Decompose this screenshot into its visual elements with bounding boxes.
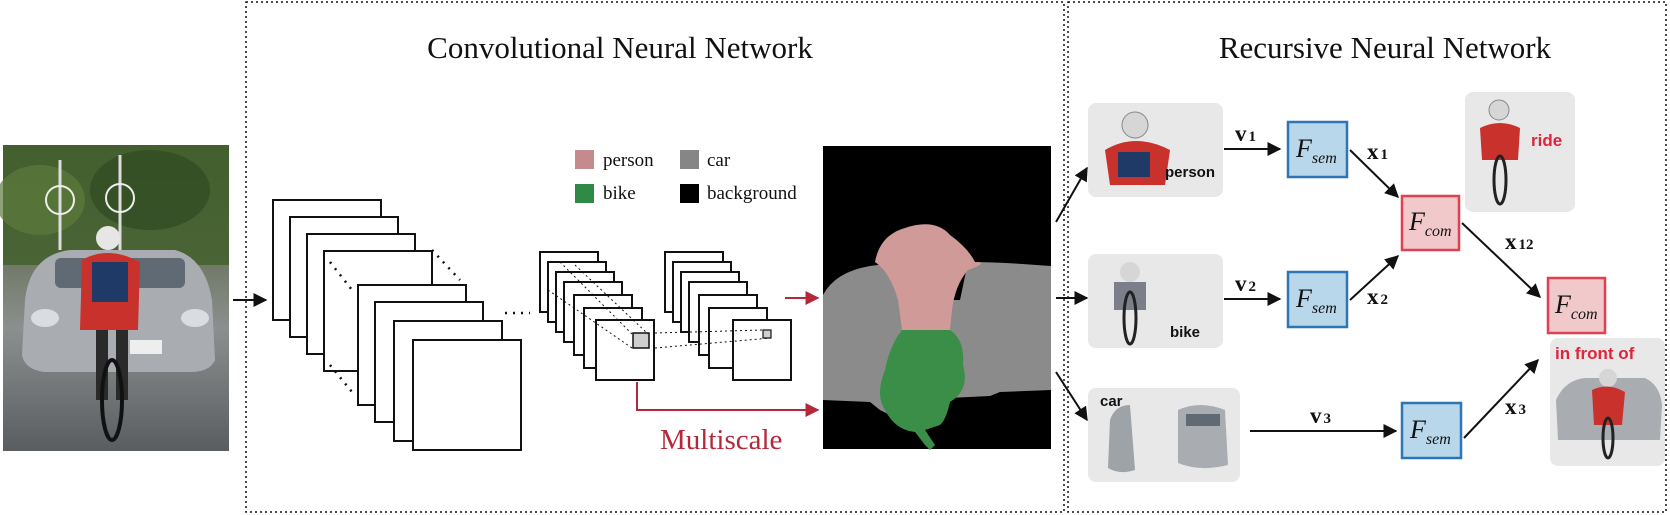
rnn-section-box — [1067, 1, 1667, 513]
fsem-3-text: Fsem — [1409, 415, 1451, 448]
fsem-2-text: Fsem — [1295, 284, 1337, 317]
fsem-3-base: F — [1409, 415, 1427, 444]
fsem-1-base: F — [1295, 134, 1313, 163]
x12-base: x — [1505, 229, 1517, 254]
legend-label-car: car — [707, 150, 731, 171]
small-feature-stack-1 — [539, 251, 655, 381]
feature-map-stack — [272, 199, 530, 451]
fsem-1-sub: sem — [1312, 150, 1337, 167]
thumb-ride: ride — [1465, 92, 1575, 212]
legend-label-bike: bike — [603, 183, 636, 204]
v2-base: v — [1235, 271, 1247, 296]
thumb-in-front-of: in front of — [1550, 338, 1665, 466]
arrow-x12 — [1461, 222, 1542, 298]
multiscale-arrow — [636, 382, 820, 417]
relation-ride: ride — [1531, 131, 1562, 150]
fcom-1-base: F — [1408, 207, 1426, 236]
fsem-2-base: F — [1295, 284, 1313, 313]
legend: person car bike background — [575, 150, 797, 204]
x1-sub: 1 — [1381, 147, 1389, 163]
arrow-to-person — [1055, 166, 1088, 223]
segmentation-map — [823, 146, 1051, 450]
v1-base: v — [1235, 121, 1247, 146]
v1-sub: 1 — [1249, 129, 1257, 145]
label-person: person — [1165, 164, 1215, 181]
x2-sub: 2 — [1381, 292, 1389, 308]
x3-base: x — [1505, 394, 1517, 419]
label-bike: bike — [1170, 324, 1200, 341]
small-feature-stack-2 — [654, 251, 792, 381]
fsem-box-2: Fsem — [1286, 270, 1349, 329]
fcom-1-text: Fcom — [1408, 207, 1452, 240]
cnn-section-box — [245, 1, 1065, 513]
seg-person — [875, 224, 982, 330]
legend-label-person: person — [603, 150, 654, 171]
legend-swatch-person — [575, 150, 594, 169]
fsem-2-sub: sem — [1312, 300, 1337, 317]
legend-label-background: background — [707, 183, 797, 204]
legend-swatch-car — [680, 150, 699, 169]
multiscale-label: Multiscale — [660, 424, 782, 456]
thumb-car: car — [1088, 388, 1240, 482]
arrow-x2 — [1349, 255, 1400, 301]
arrow-to-car — [1055, 371, 1088, 422]
x12-sub: 12 — [1519, 237, 1534, 253]
v3-base: v — [1310, 403, 1322, 428]
seg-bike — [880, 330, 965, 450]
fcom-1-sub: com — [1425, 223, 1452, 240]
arrow-x1 — [1349, 149, 1400, 198]
legend-swatch-bike — [575, 184, 594, 203]
fcom-box-2: Fcom — [1546, 276, 1607, 335]
fcom-2-base: F — [1554, 290, 1572, 319]
fsem-1-text: Fsem — [1295, 134, 1337, 167]
rnn-title: Recursive Neural Network — [1219, 30, 1552, 65]
fsem-3-sub: sem — [1426, 431, 1451, 448]
x3-sub: 3 — [1519, 402, 1527, 418]
input-photo — [0, 145, 229, 451]
thumb-person: person — [1088, 103, 1223, 197]
arrow-x3 — [1463, 358, 1539, 439]
fsem-box-1: Fsem — [1286, 120, 1349, 179]
label-car: car — [1100, 393, 1123, 410]
fcom-2-text: Fcom — [1554, 290, 1598, 323]
fcom-box-1: Fcom — [1400, 194, 1461, 252]
fsem-box-3: Fsem — [1400, 401, 1463, 460]
cnn-title: Convolutional Neural Network — [427, 30, 813, 65]
x1-base: x — [1367, 139, 1379, 164]
fcom-2-sub: com — [1571, 306, 1598, 323]
x2-base: x — [1367, 284, 1379, 309]
v2-sub: 2 — [1249, 279, 1257, 295]
v3-sub: 3 — [1324, 411, 1332, 427]
relation-in-front-of: in front of — [1555, 344, 1635, 363]
legend-swatch-background — [680, 184, 699, 203]
thumb-bike: bike — [1088, 254, 1223, 348]
